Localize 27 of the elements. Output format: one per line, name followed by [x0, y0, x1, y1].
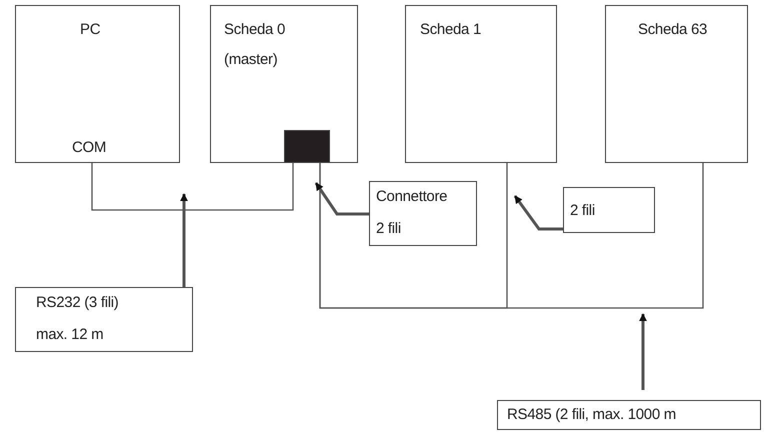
leader-arrow: [180, 193, 188, 287]
device-box: [210, 5, 358, 163]
node-label: max. 12 m: [36, 326, 104, 344]
node-label: RS485 (2 fili, max. 1000 m: [507, 406, 676, 424]
node-label: 2 fili: [570, 202, 595, 220]
device-box: [405, 5, 557, 163]
node-label: PC: [80, 21, 100, 39]
connector-block: [284, 130, 330, 163]
node-label: (master): [224, 51, 278, 69]
callout-box: [369, 181, 477, 246]
leader-arrow: [639, 313, 647, 390]
leader-arrow: [314, 182, 369, 216]
node-label: Scheda 1: [420, 21, 481, 39]
node-label: Connettore: [376, 188, 448, 206]
node-label: COM: [72, 139, 106, 157]
bus-line: [319, 163, 704, 309]
node-label: Scheda 63: [638, 21, 708, 39]
leader-arrow: [514, 195, 563, 230]
callout-box: [497, 400, 761, 430]
node-label: Scheda 0: [224, 21, 285, 39]
node-label: 2 fili: [376, 220, 401, 238]
callout-box: [15, 287, 193, 352]
device-box: [605, 5, 748, 163]
device-box: [15, 5, 180, 163]
callout-box: [563, 187, 655, 233]
bus-line: [91, 163, 294, 211]
node-label: RS232 (3 fili): [36, 294, 118, 312]
